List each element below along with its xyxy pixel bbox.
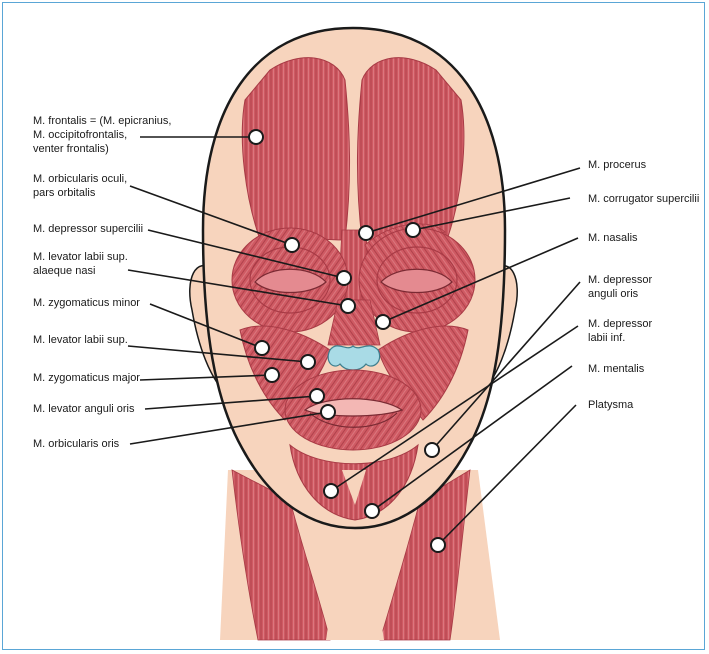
marker-zygomaticus-minor: [255, 341, 269, 355]
marker-orbicularis-oris: [321, 405, 335, 419]
label-levator-labii-sup: M. levator labii sup.: [33, 333, 128, 347]
marker-levator-labii: [301, 355, 315, 369]
marker-mentalis: [365, 504, 379, 518]
marker-levator-labii-alaeque: [341, 299, 355, 313]
marker-frontalis: [249, 130, 263, 144]
nasal-cartilage: [328, 346, 379, 370]
label-zygomaticus-major: M. zygomaticus major: [33, 371, 140, 385]
marker-zygomaticus-major: [265, 368, 279, 382]
marker-orbicularis-oculi: [285, 238, 299, 252]
marker-depressor-labii: [324, 484, 338, 498]
marker-procerus: [359, 226, 373, 240]
marker-depressor-supercilii: [337, 271, 351, 285]
label-levator-labii-alaeque-nasi: M. levator labii sup. alaeque nasi: [33, 250, 128, 278]
label-orbicularis-oculi: M. orbicularis oculi, pars orbitalis: [33, 172, 127, 200]
label-platysma: Platysma: [588, 398, 633, 412]
marker-platysma: [431, 538, 445, 552]
label-mentalis: M. mentalis: [588, 362, 644, 376]
marker-depressor-anguli-oris: [425, 443, 439, 457]
label-levator-anguli-oris: M. levator anguli oris: [33, 402, 135, 416]
label-depressor-labii-inf: M. depressor labii inf.: [588, 317, 652, 345]
marker-levator-anguli-oris: [310, 389, 324, 403]
label-procerus: M. procerus: [588, 158, 646, 172]
mouth-region: [285, 370, 421, 450]
label-depressor-supercilii: M. depressor supercilii: [33, 222, 143, 236]
frontalis-left: [242, 58, 349, 245]
label-corrugator-supercilii: M. corrugator supercilii: [588, 192, 699, 206]
label-zygomaticus-minor: M. zygomaticus minor: [33, 296, 140, 310]
marker-nasalis: [376, 315, 390, 329]
marker-corrugator: [406, 223, 420, 237]
frontalis-right: [357, 58, 463, 245]
label-nasalis: M. nasalis: [588, 231, 638, 245]
label-depressor-anguli-oris: M. depressor anguli oris: [588, 273, 652, 301]
label-frontalis: M. frontalis = (M. epicranius, M. occipi…: [33, 114, 171, 156]
label-orbicularis-oris: M. orbicularis oris: [33, 437, 119, 451]
